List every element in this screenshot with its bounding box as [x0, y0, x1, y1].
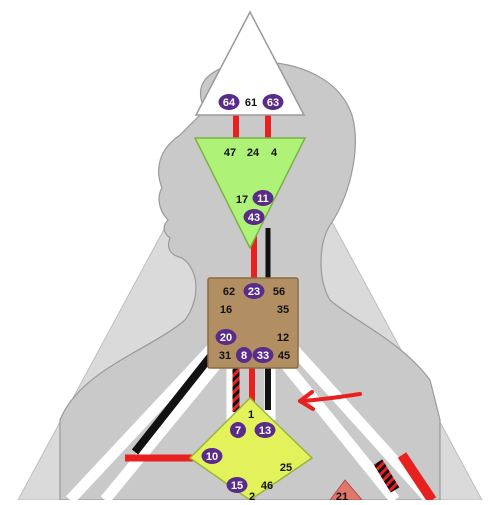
svg-text:64: 64 — [223, 97, 236, 109]
gate-23[interactable]: 23 — [243, 283, 265, 299]
gate-35[interactable]: 35 — [277, 304, 289, 316]
ajna-gates: 47 24 4 17 11 43 — [224, 147, 278, 225]
svg-text:13: 13 — [259, 425, 271, 437]
throat-gates: 62 23 56 16 35 20 12 31 8 33 45 — [215, 283, 290, 363]
gate-64[interactable]: 64 — [218, 94, 240, 110]
gate-16[interactable]: 16 — [220, 304, 232, 316]
svg-text:15: 15 — [231, 480, 243, 492]
svg-text:11: 11 — [257, 193, 269, 205]
gate-20[interactable]: 20 — [215, 329, 237, 345]
gate-25[interactable]: 25 — [280, 462, 292, 474]
svg-text:20: 20 — [220, 332, 232, 344]
gate-62[interactable]: 62 — [223, 286, 235, 298]
g-center-gates: 1 7 13 10 25 15 46 2 — [201, 409, 292, 503]
gate-46[interactable]: 46 — [261, 480, 273, 492]
gate-12[interactable]: 12 — [277, 332, 289, 344]
gate-11[interactable]: 11 — [252, 190, 274, 206]
svg-text:43: 43 — [248, 212, 260, 224]
gate-47[interactable]: 47 — [224, 147, 236, 159]
gate-15[interactable]: 15 — [226, 477, 248, 493]
svg-text:61: 61 — [245, 97, 257, 109]
gate-56[interactable]: 56 — [273, 286, 285, 298]
head-center — [194, 10, 306, 116]
gate-43[interactable]: 43 — [243, 209, 265, 225]
gate-45[interactable]: 45 — [278, 350, 290, 362]
svg-text:8: 8 — [241, 350, 247, 362]
head-gates: 64 61 63 — [218, 94, 284, 110]
gate-33[interactable]: 33 — [252, 347, 274, 363]
gate-2[interactable]: 2 — [249, 491, 255, 503]
gate-31[interactable]: 31 — [219, 350, 231, 362]
gate-7[interactable]: 7 — [230, 422, 246, 438]
gate-8[interactable]: 8 — [236, 347, 252, 363]
gate-17[interactable]: 17 — [236, 194, 248, 206]
gate-21[interactable]: 21 — [336, 491, 348, 503]
ajna-center — [193, 137, 307, 250]
red-arrow-icon — [298, 390, 362, 411]
svg-text:10: 10 — [206, 451, 218, 463]
gate-4[interactable]: 4 — [271, 147, 278, 159]
throat-center — [207, 277, 299, 369]
gate-1[interactable]: 1 — [248, 409, 254, 421]
gate-10[interactable]: 10 — [201, 448, 223, 464]
svg-text:33: 33 — [257, 350, 269, 362]
gate-63[interactable]: 63 — [262, 94, 284, 110]
gate-24[interactable]: 24 — [247, 147, 260, 159]
svg-text:63: 63 — [267, 97, 279, 109]
svg-text:23: 23 — [248, 286, 260, 298]
gate-61[interactable]: 61 — [245, 97, 257, 109]
svg-text:7: 7 — [235, 425, 241, 437]
gate-13[interactable]: 13 — [254, 422, 276, 438]
